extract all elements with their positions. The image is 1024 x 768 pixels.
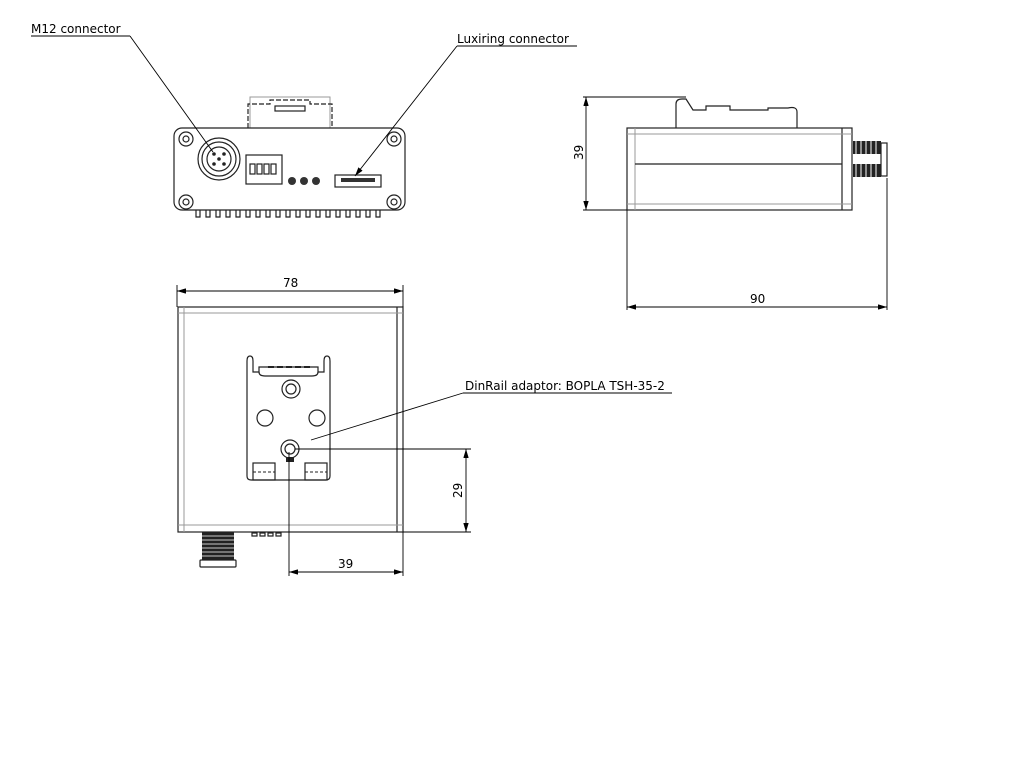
threaded-connector-icon — [853, 141, 888, 177]
dinrail-adaptor-label: DinRail adaptor: BOPLA TSH-35-2 — [465, 379, 665, 393]
luxiring-connector-icon — [334, 174, 382, 188]
m12-connector-label: M12 connector — [31, 22, 121, 36]
bottom-width-dimension: 78 — [283, 276, 298, 290]
side-view: 39 90 — [572, 96, 888, 310]
mounting-hole-icon — [178, 131, 402, 210]
side-height-dimension: 39 — [572, 145, 586, 160]
luxiring-connector-label: Luxiring connector — [457, 32, 569, 46]
cooling-fins — [195, 210, 381, 218]
bottom-view: 78 DinRail adaptor: BOPLA TSH-35-2 29 — [176, 276, 672, 576]
bottom-vertical-offset-dimension: 29 — [451, 483, 465, 498]
front-view: M12 connector Luxiring connector — [31, 22, 577, 218]
led-indicator-icon — [288, 177, 320, 185]
side-length-dimension: 90 — [750, 292, 765, 306]
dinrail-adaptor-icon — [246, 355, 331, 481]
bottom-horizontal-offset-dimension: 39 — [338, 557, 353, 571]
threaded-connector-icon — [199, 532, 282, 568]
m12-connector-icon — [197, 137, 241, 181]
dip-switch-icon — [245, 154, 283, 185]
